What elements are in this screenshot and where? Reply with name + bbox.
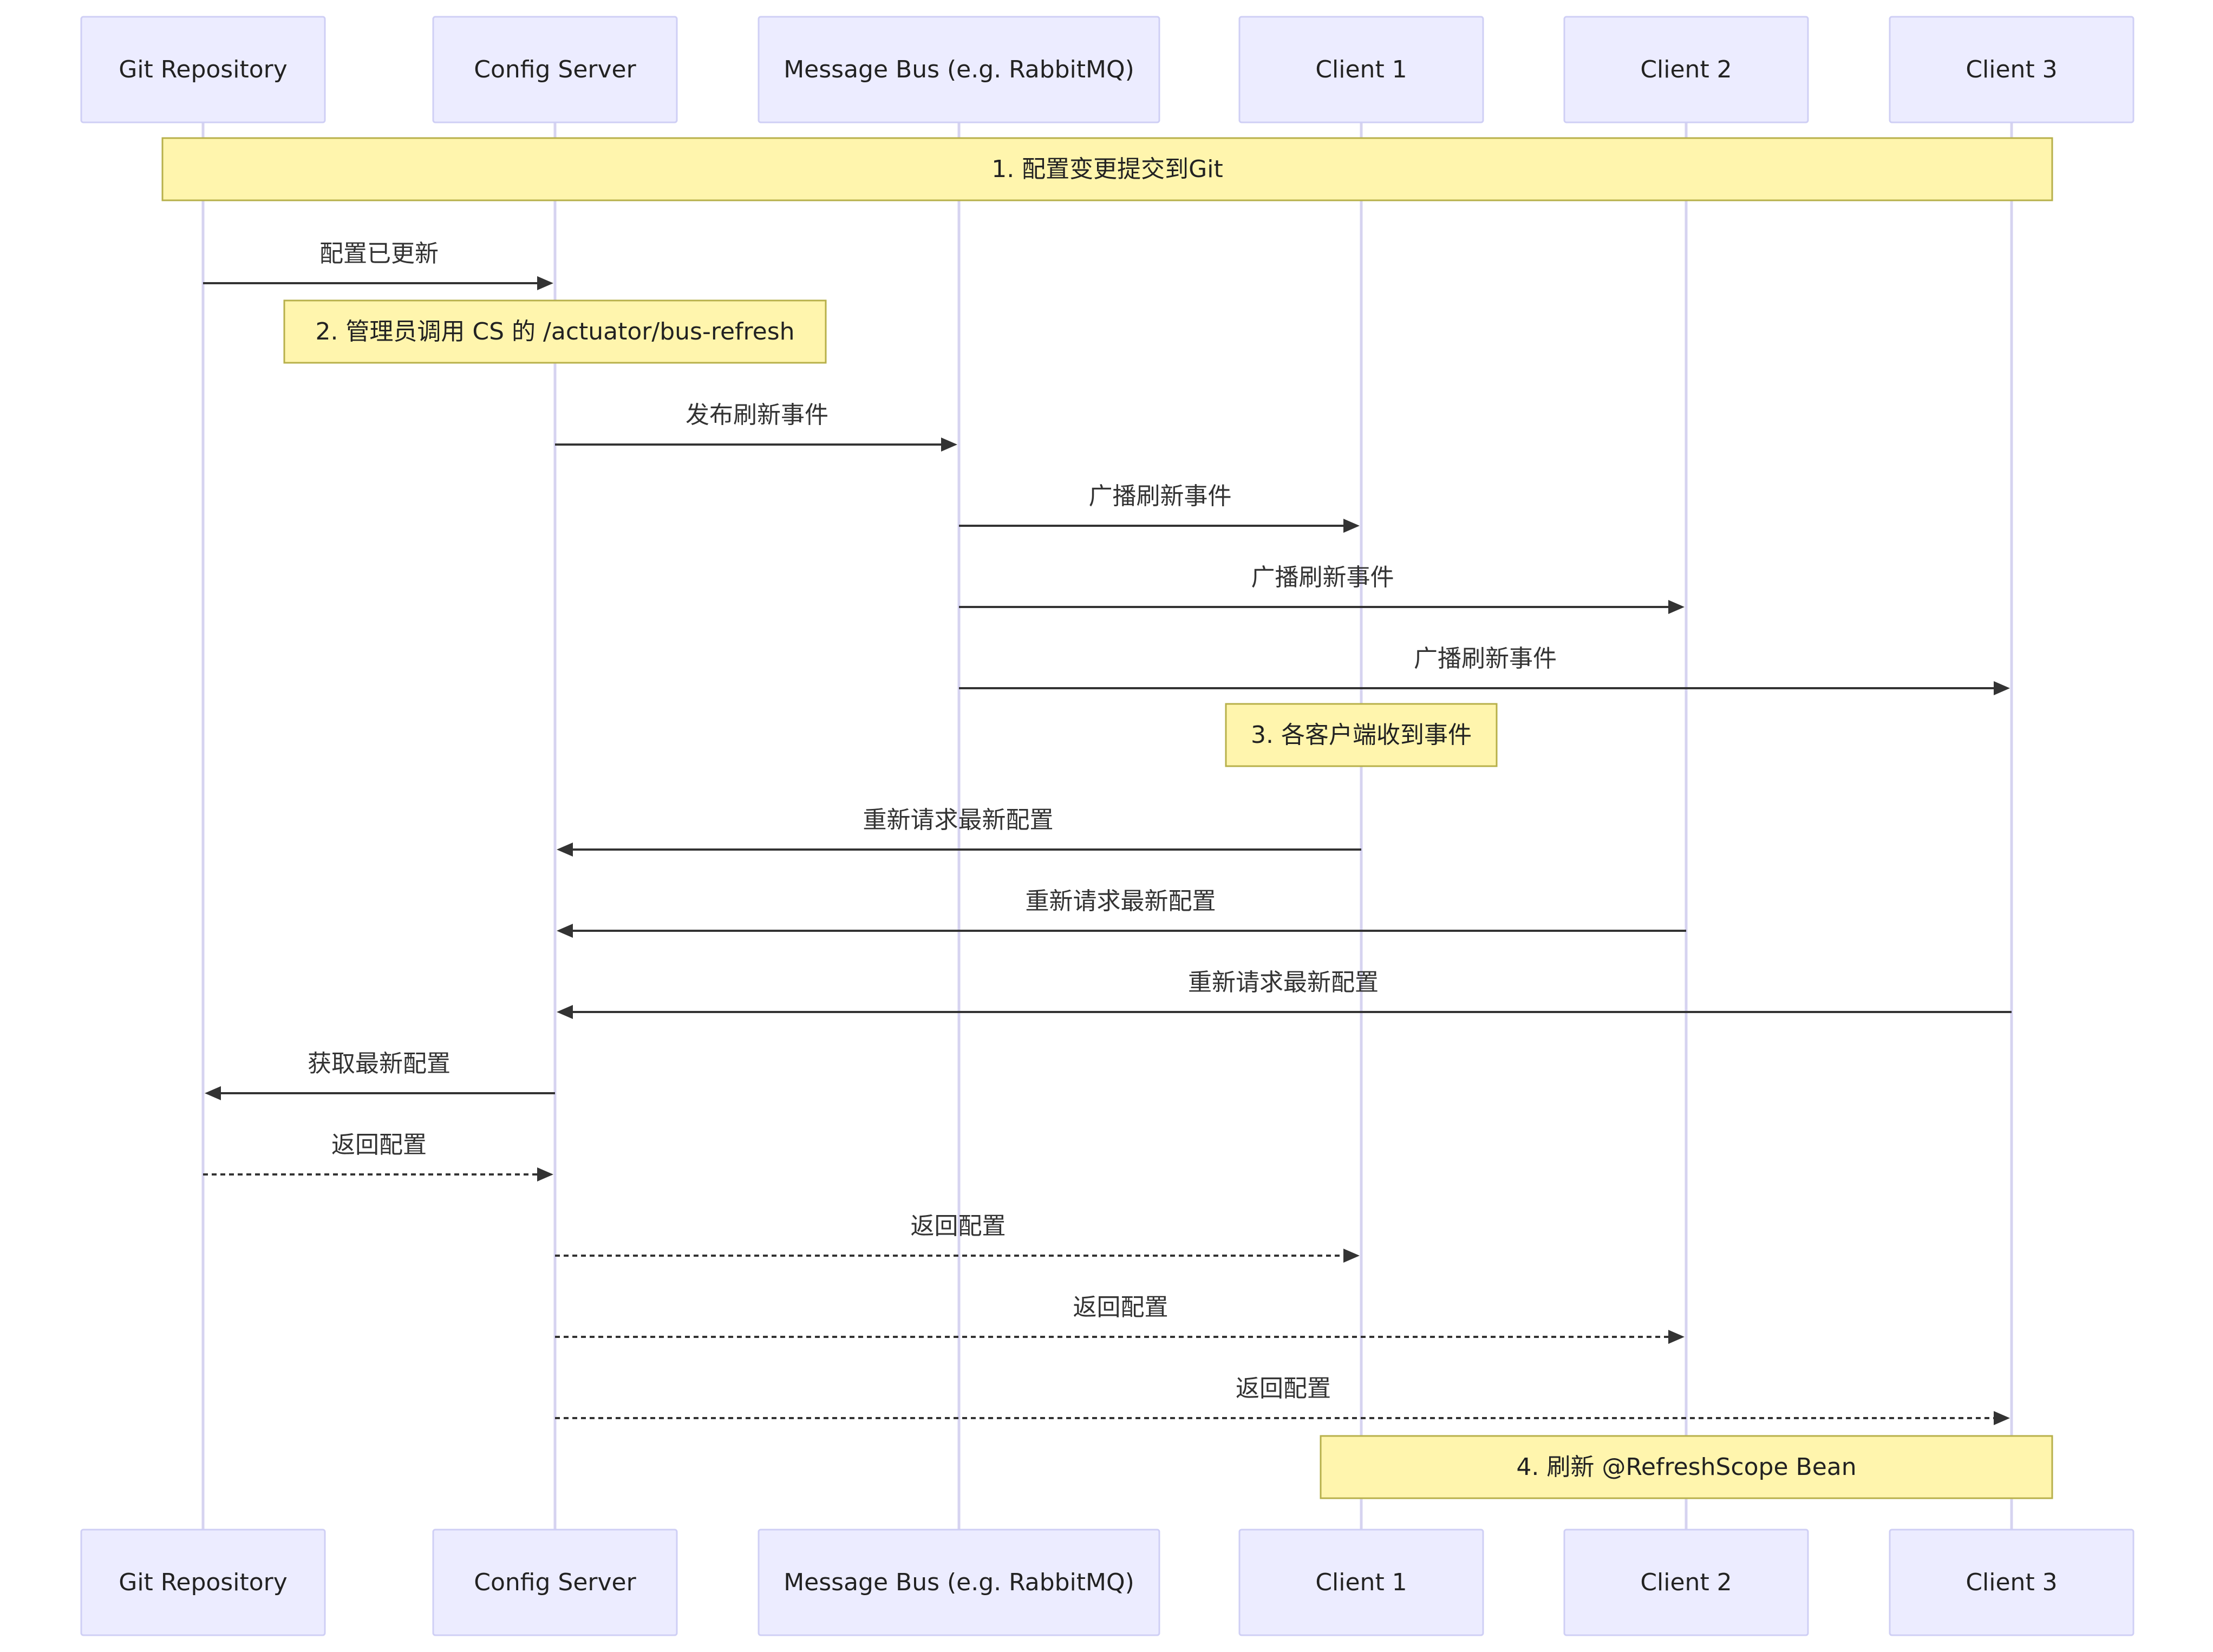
message-label: 返回配置 [1073,1294,1168,1321]
message-6: 广播刷新事件 [959,564,1685,614]
participant-c3-top: Client 3 [1889,16,2134,123]
participant-c1-bottom: Client 1 [1238,1529,1484,1636]
participant-label: Git Repository [119,56,288,83]
participant-bus-bottom: Message Bus (e.g. RabbitMQ) [758,1529,1160,1636]
message-label: 返回配置 [911,1212,1006,1240]
participant-label: Message Bus (e.g. RabbitMQ) [784,56,1134,83]
participant-label: Client 3 [1966,56,2057,83]
participant-c2-top: Client 2 [1563,16,1809,123]
participant-git-top: Git Repository [80,16,326,123]
message-label: 返回配置 [1236,1375,1331,1402]
participant-box [432,1529,678,1636]
message-label: 广播刷新事件 [1414,645,1557,672]
message-label: 重新请求最新配置 [1026,887,1216,915]
participant-c2-bottom: Client 2 [1563,1529,1809,1636]
message-arrowhead [1343,519,1360,533]
note-1: 1. 配置变更提交到Git [161,137,2053,201]
note-box [1225,703,1498,767]
participant-label: Client 2 [1640,56,1732,83]
participant-c3-bottom: Client 3 [1889,1529,2134,1636]
participant-label: Config Server [474,1569,636,1596]
participant-box [432,16,678,123]
participant-label: Git Repository [119,1569,288,1596]
message-arrowhead [557,1005,573,1019]
message-arrowhead [941,438,957,452]
message-arrowhead [1668,1330,1685,1344]
message-4: 发布刷新事件 [555,401,957,452]
participant-box [80,16,326,123]
message-label: 返回配置 [331,1131,427,1159]
message-arrowhead [557,924,573,938]
participant-cs-top: Config Server [432,16,678,123]
participant-label: Client 3 [1966,1569,2057,1596]
participant-box [80,1529,326,1636]
note-8: 3. 各客户端收到事件 [1225,703,1498,767]
message-arrowhead [557,843,573,857]
message-5: 广播刷新事件 [959,482,1360,533]
participant-box [758,1529,1160,1636]
participant-box [1238,16,1484,123]
participant-box [1238,1529,1484,1636]
message-arrowhead [1994,1411,2010,1425]
participant-label: Config Server [474,56,636,83]
actors-bottom: Git Repository Config Server Message Bus (… [80,1529,2134,1636]
participant-bus-top: Message Bus (e.g. RabbitMQ) [758,16,1160,123]
note-3: 2. 管理员调用 CS 的 /actuator/bus-refresh [283,299,827,364]
participant-box [1563,16,1809,123]
participant-box [1889,16,2134,123]
participant-label: Client 1 [1315,56,1407,83]
participant-label: Client 2 [1640,1569,1732,1596]
message-12: 获取最新配置 [205,1050,555,1100]
message-label: 广播刷新事件 [1251,564,1394,591]
message-arrowhead [1668,600,1685,614]
note-text: 4. 刷新 @RefreshScope Bean [1516,1453,1856,1481]
participant-label: Message Bus (e.g. RabbitMQ) [784,1569,1134,1596]
message-15: 返回配置 [555,1294,1685,1344]
message-7: 广播刷新事件 [959,645,2010,695]
message-16: 返回配置 [555,1375,2010,1425]
note-box [1320,1435,2053,1499]
note-text: 2. 管理员调用 CS 的 /actuator/bus-refresh [315,318,794,345]
note-box [161,137,2053,201]
participant-box [1889,1529,2134,1636]
message-arrowhead [1343,1249,1360,1263]
participant-cs-bottom: Config Server [432,1529,678,1636]
message-arrowhead [537,1167,553,1181]
participant-box [758,16,1160,123]
message-label: 广播刷新事件 [1089,482,1232,510]
message-10: 重新请求最新配置 [557,887,1686,938]
message-arrowhead [1994,681,2010,695]
message-label: 发布刷新事件 [686,401,828,429]
participant-box [1563,1529,1809,1636]
note-box [283,299,827,364]
message-14: 返回配置 [555,1212,1360,1263]
actors-top: Git Repository Config Server Message Bus (… [80,16,2134,123]
message-label: 重新请求最新配置 [1188,969,1379,996]
participant-git-bottom: Git Repository [80,1529,326,1636]
note-17: 4. 刷新 @RefreshScope Bean [1320,1435,2053,1499]
message-11: 重新请求最新配置 [557,969,2012,1019]
message-9: 重新请求最新配置 [557,806,1361,857]
sequence-steps: 1. 配置变更提交到Git 配置已更新 2. 管理员调用 CS 的 /actuato… [161,137,2053,1499]
message-arrowhead [537,276,553,290]
message-13: 返回配置 [203,1131,553,1181]
message-label: 配置已更新 [319,240,439,267]
message-label: 获取最新配置 [308,1050,451,1078]
note-text: 1. 配置变更提交到Git [991,155,1223,183]
message-2: 配置已更新 [203,240,553,290]
note-text: 3. 各客户端收到事件 [1251,721,1472,749]
participant-c1-top: Client 1 [1238,16,1484,123]
message-arrowhead [205,1086,221,1100]
message-label: 重新请求最新配置 [863,806,1054,834]
participant-label: Client 1 [1315,1569,1407,1596]
